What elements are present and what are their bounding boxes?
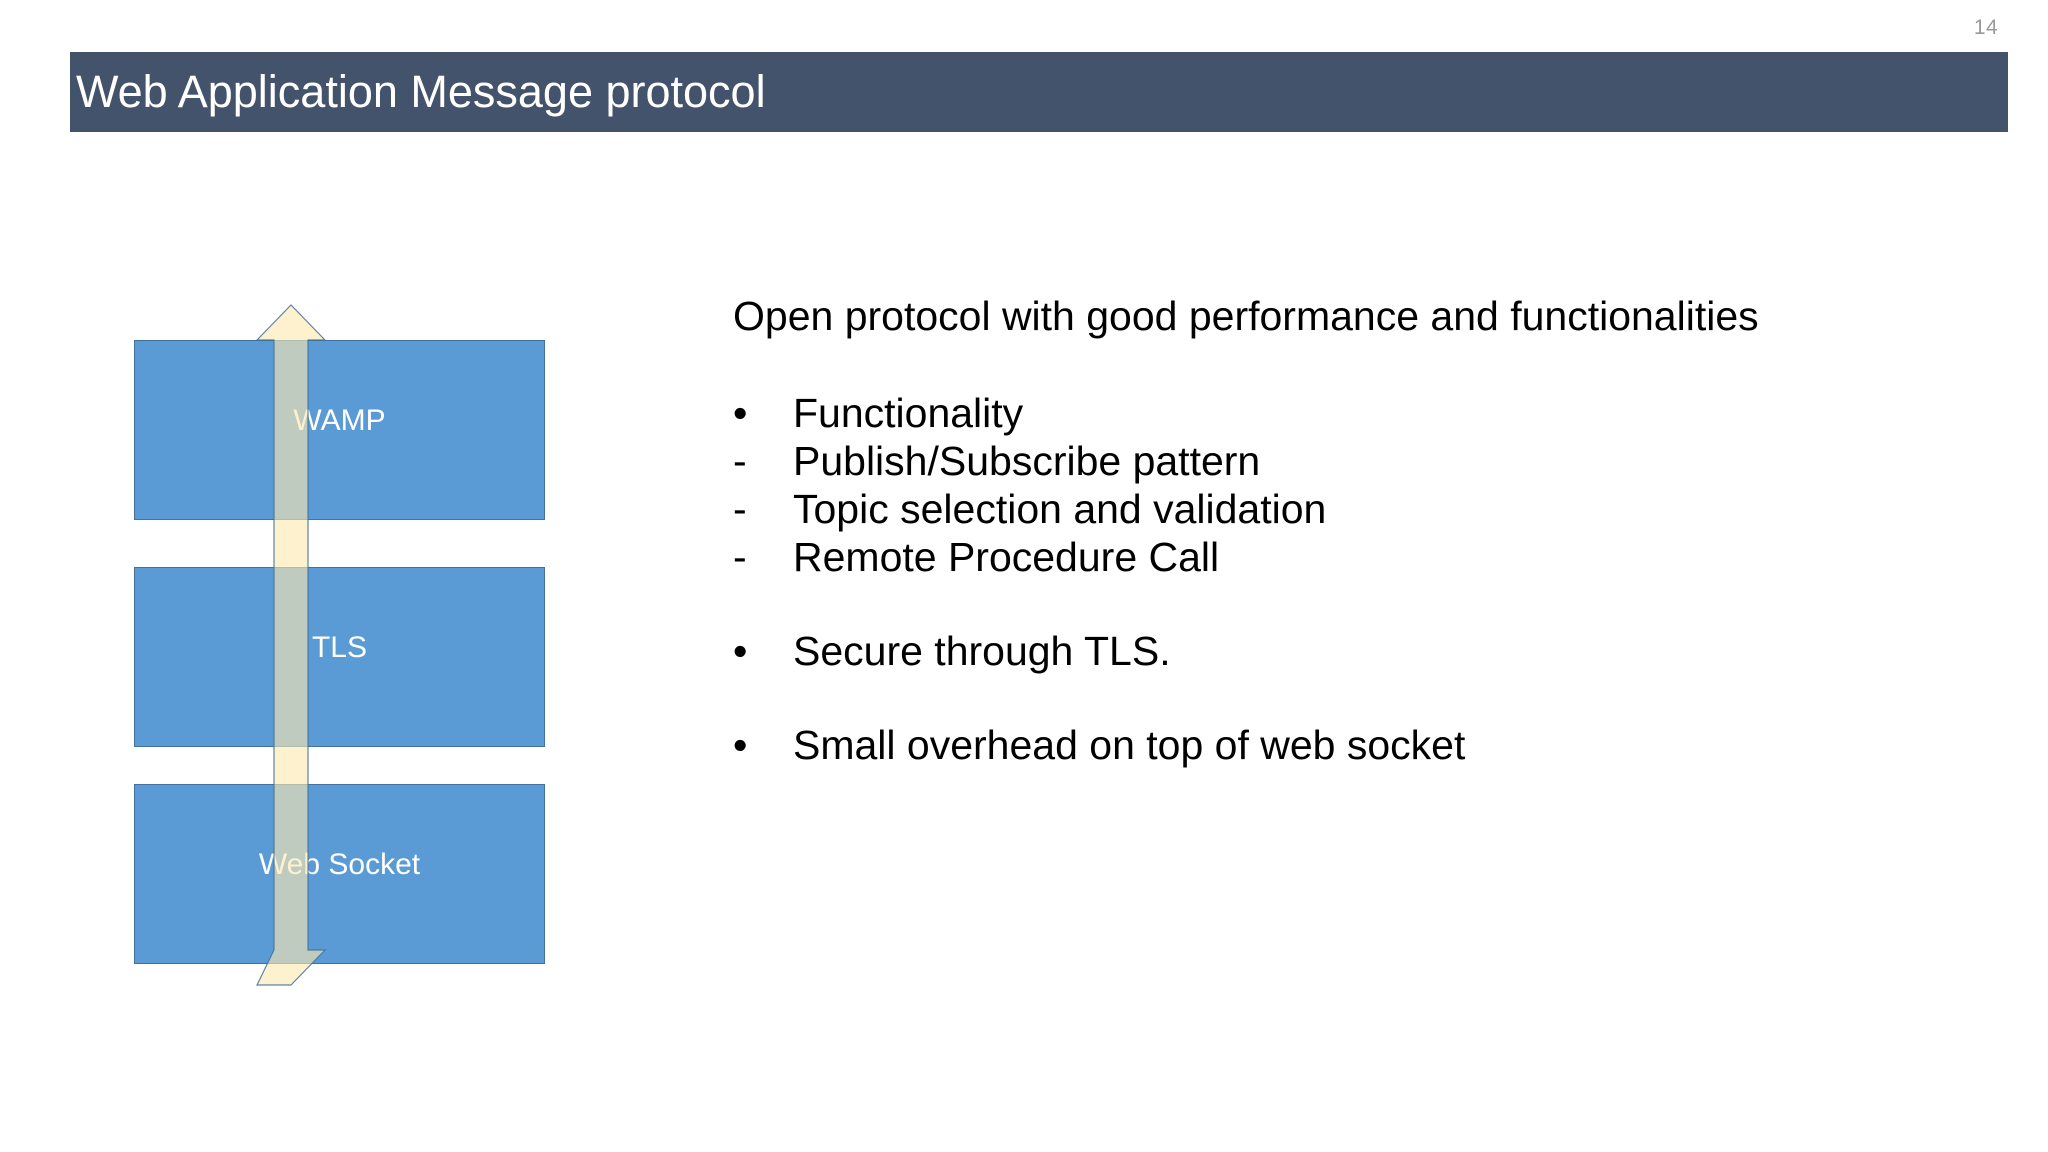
content-line: -Remote Procedure Call bbox=[733, 534, 1983, 582]
content-column: Open protocol with good performance and … bbox=[733, 292, 1983, 770]
bullet-marker-icon: • bbox=[733, 722, 748, 769]
content-line: -Topic selection and validation bbox=[733, 486, 1983, 534]
content-line: • Secure through TLS. bbox=[733, 628, 1983, 676]
lead-paragraph: Open protocol with good performance and … bbox=[733, 293, 1759, 339]
title-banner bbox=[70, 52, 2008, 132]
bullet-marker-icon: • bbox=[733, 628, 748, 675]
content-list: •Functionality-Publish/Subscribe pattern… bbox=[733, 390, 1983, 770]
content-line: • Functionality bbox=[733, 390, 1983, 438]
stack-box-wamp: WAMP bbox=[134, 340, 545, 520]
dash-marker-icon: - bbox=[733, 438, 747, 485]
stack-box-web-socket: Web Socket bbox=[134, 784, 545, 964]
content-line-label: Small overhead on top of web socket bbox=[793, 722, 1466, 769]
bullet-marker-icon: • bbox=[733, 390, 748, 437]
stack-box-label-web-socket: Web Socket bbox=[258, 848, 421, 881]
content-line-label: Remote Procedure Call bbox=[793, 534, 1220, 581]
protocol-stack-diagram: WAMP TLS Web Socket bbox=[134, 300, 554, 990]
dash-marker-icon: - bbox=[733, 486, 747, 533]
stack-box-label-tls: TLS bbox=[311, 631, 368, 664]
stack-box-tls: TLS bbox=[134, 567, 545, 747]
dash-marker-icon: - bbox=[733, 534, 747, 581]
content-line-label: Topic selection and validation bbox=[793, 486, 1327, 533]
content-line-label: Publish/Subscribe pattern bbox=[793, 438, 1261, 485]
stack-box-label-wamp: WAMP bbox=[293, 404, 386, 437]
content-line: -Publish/Subscribe pattern bbox=[733, 438, 1983, 486]
content-line-label: Secure through TLS. bbox=[793, 628, 1171, 675]
slide-title: Web Application Message protocol bbox=[76, 66, 766, 117]
content-line-label: Functionality bbox=[793, 390, 1024, 437]
content-line: • Small overhead on top of web socket bbox=[733, 722, 1983, 770]
slide-number: 14 bbox=[1973, 16, 1999, 39]
